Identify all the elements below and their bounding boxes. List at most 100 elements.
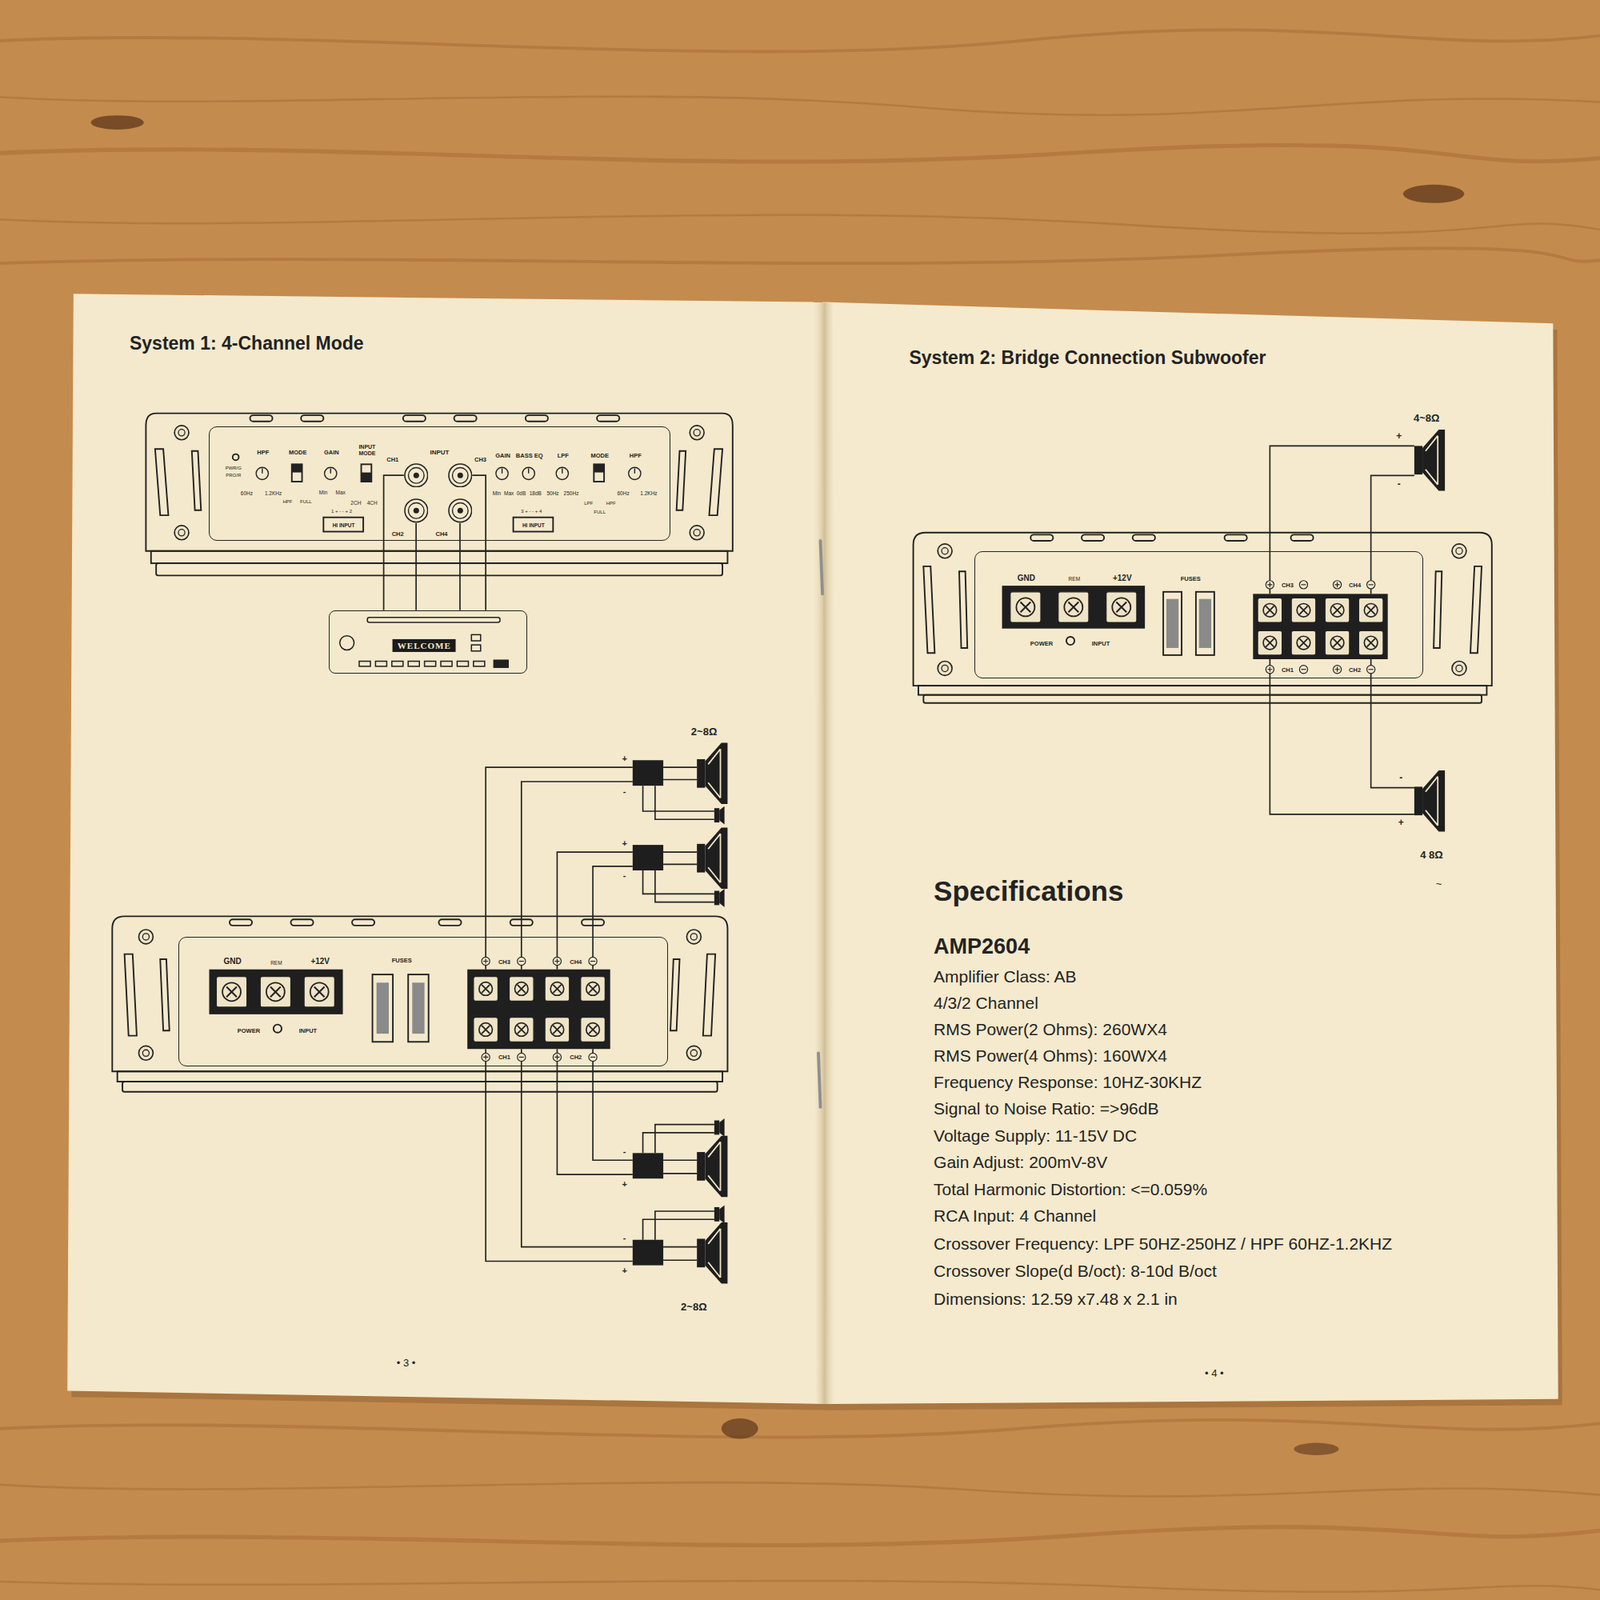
spec-line: Dimensions: 12.59 x7.48 x 2.1 in (933, 1289, 1178, 1308)
vent-slot (250, 415, 273, 422)
jack-outline (448, 463, 473, 488)
fuse (1166, 599, 1179, 648)
grain-line (0, 144, 1600, 162)
input-mode-switch (361, 464, 372, 482)
heat-fin (708, 448, 723, 516)
speaker-terminal (544, 1017, 570, 1043)
grain-line (0, 1482, 1600, 1496)
panel-label: FUSES (1180, 576, 1201, 583)
mode-switch (292, 464, 303, 482)
signal-wire (415, 523, 417, 611)
switch-lever (292, 464, 303, 472)
panel-label: GND (1017, 572, 1036, 582)
polarity-mark: + (621, 838, 627, 848)
vent-slot (1132, 534, 1156, 541)
panel-label: CH4 (569, 958, 582, 965)
crossover (632, 844, 664, 871)
woofer (696, 1222, 728, 1284)
preset-button (375, 661, 387, 667)
bolt (689, 525, 704, 540)
preset-button (456, 661, 468, 667)
spec-line: Frequency Response: 10HZ-30KHZ (933, 1073, 1202, 1092)
jack-ring (448, 499, 472, 523)
preset-button (440, 661, 452, 667)
amp-base (117, 1071, 723, 1082)
panel-label: INPUT (429, 449, 449, 457)
rca-jack: CH4 (448, 498, 473, 524)
panel-label: 3 + - - + 4 (520, 508, 542, 514)
gain-knob (496, 467, 508, 480)
panel-label: FULL (300, 499, 312, 505)
speaker-wire (592, 866, 633, 970)
plus-symbol (481, 956, 490, 965)
panel-label: BASS EQ (516, 452, 544, 460)
power-terminal (216, 976, 247, 1008)
model-name: AMP2604 (933, 935, 1030, 960)
page-number: • 3 • (396, 1357, 416, 1369)
vent-slot (596, 415, 620, 422)
panel-label: 0dB (516, 490, 527, 496)
panel-label: +12V (310, 956, 330, 966)
woofer (696, 1136, 728, 1198)
polarity-mark: - (623, 1232, 627, 1243)
vent-slot (1081, 534, 1104, 541)
polarity-mark: + (1396, 431, 1402, 442)
vent-slot (229, 919, 252, 926)
panel-label: Min (492, 490, 501, 496)
panel-label: PWR/G (225, 465, 242, 472)
panel-label: 250Hz (564, 490, 580, 496)
channel-label: CH4 (436, 531, 448, 538)
power-terminal (1106, 592, 1137, 623)
panel-label: 60Hz (240, 490, 253, 496)
panel-label: CH1 (1281, 667, 1294, 674)
heat-fin (160, 959, 169, 1031)
vent-slot (454, 415, 477, 422)
bolt (1452, 661, 1467, 676)
spec-line: Crossover Frequency: LPF 50HZ-250HZ / HP… (933, 1234, 1392, 1253)
amp-base (156, 563, 723, 576)
heat-fin (155, 448, 169, 516)
hi-input-socket (323, 517, 364, 532)
grain-line (0, 29, 1600, 52)
preset-button (359, 661, 371, 667)
panel-label: 1.2KHz (264, 490, 282, 496)
volume-knob (340, 636, 355, 651)
power-terminal (1058, 592, 1089, 623)
amplifier-top (145, 413, 732, 576)
heat-fin (124, 954, 137, 1036)
page-title: System 1: 4-Channel Mode (129, 333, 364, 354)
speaker-terminal (1358, 597, 1384, 623)
hi-input-socket (513, 517, 554, 532)
panel-label: Max (336, 489, 346, 496)
fuse-holder (408, 974, 429, 1042)
tweeter (714, 888, 725, 908)
vent-slot (1224, 534, 1248, 541)
heat-fin (1433, 571, 1442, 648)
switch-lever (361, 472, 372, 482)
plus-symbol (1332, 665, 1341, 674)
panel-label: Max (504, 490, 514, 496)
subwoofer (1414, 429, 1445, 492)
bass-eq-knob (522, 467, 535, 480)
impedance-label: 4 8Ω (1420, 849, 1444, 861)
vent-slot (403, 415, 426, 422)
spec-line: 4/3/2 Channel (933, 993, 1039, 1012)
grain-line (0, 1527, 1600, 1546)
plus-symbol (1332, 580, 1341, 589)
signal-wire (459, 523, 461, 611)
panel-label: POWER (237, 1028, 260, 1035)
small-button (471, 634, 480, 641)
panel-label: Min (319, 489, 328, 496)
spec-line: RMS Power(4 Ohms): 160WX4 (933, 1047, 1168, 1066)
panel-label: HPF (629, 452, 642, 460)
wood-knot (721, 1418, 759, 1440)
head-unit-details (340, 617, 508, 668)
amp-base (151, 551, 728, 564)
bridge-wiring (1269, 445, 1414, 814)
impedance-label: 4~8Ω (1413, 412, 1440, 424)
vent-slot (1291, 534, 1314, 541)
control-panel: PWR/GPRO/RHPF60Hz1.2KHzMODEHPFFULLGAINMi… (208, 426, 671, 541)
